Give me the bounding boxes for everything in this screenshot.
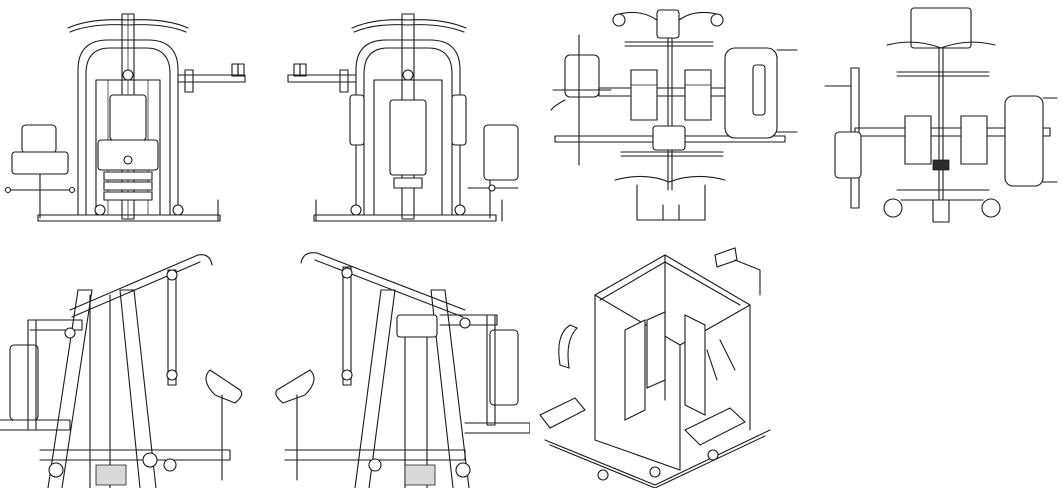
handle [206,370,242,403]
pulley [124,156,132,164]
weight-stack [625,320,645,420]
weight-stack [685,70,711,120]
pulley-column [343,267,351,385]
preacher-pad [484,125,518,180]
base-rail [38,215,220,221]
top-arm [70,255,198,310]
weight-stack [905,116,931,164]
preacher-pad [22,125,56,153]
top-pad [911,8,971,48]
pulley-column [168,270,176,385]
side-view-left-drawing [0,245,260,488]
seat-pad [565,55,599,97]
top-pad [657,10,679,38]
pulley [164,459,176,471]
upright [431,290,469,488]
base-frame [545,430,770,485]
pulley [351,205,361,215]
top-arm [317,253,465,310]
pulley [455,205,465,215]
weight-stack [631,70,657,120]
weight-plate [104,192,152,200]
weight-plate [394,178,422,188]
pulley [95,205,105,215]
arm-pad [559,325,577,368]
weight-plate [104,182,152,190]
pulley [460,318,470,328]
foot-plate [637,185,705,220]
front-view [0,0,260,235]
weight-plate [104,172,152,180]
top-view-drawing [545,0,805,235]
isometric-view [535,240,775,488]
base-rail [314,215,496,221]
handle [276,370,314,403]
top-view [545,0,805,235]
front-view-drawing [0,0,260,235]
rear-view [270,0,530,235]
weight-plates [405,465,435,485]
weight-stack [685,315,705,415]
weight-plates [96,465,126,485]
pulley [369,459,381,471]
upright [120,290,156,488]
upright [355,290,395,488]
rear-view-drawing [270,0,530,235]
main-frame [356,40,460,215]
pulley [708,450,718,460]
top-view-rotated [815,0,1063,235]
lat-bar [352,20,466,28]
stack-top [933,160,949,170]
preacher-pad [540,398,585,428]
preacher-seat [12,152,68,174]
top-frame [595,255,750,345]
weight-stack [961,116,987,164]
side-view-right [265,245,530,488]
pulley [143,453,157,467]
press-arm [178,75,245,82]
pulley [49,463,63,477]
isometric-view-drawing [535,240,775,488]
arm-pad [350,95,364,145]
top-pad [397,315,437,337]
leg-pad [725,48,777,138]
press-arm [288,75,356,82]
main-frame [78,40,178,215]
back-pad [647,312,665,388]
cross-beam [599,88,734,96]
pulley [65,328,75,338]
leg-pad [1005,96,1043,186]
wheel [982,199,1000,217]
top-pad [715,248,737,267]
pulley [456,463,470,477]
side-view-right-drawing [265,245,530,488]
seat-pad [835,132,861,178]
top-view-rotated-drawing [815,0,1063,235]
pulley [650,467,660,477]
seat-pad [98,140,158,170]
bottom-seat [653,126,685,150]
back-pad [390,100,426,175]
side-view-left [0,245,260,488]
pulley [403,70,413,80]
pulley [123,70,133,80]
arm-pad [452,95,466,145]
pulley [598,470,608,480]
upright [48,290,92,488]
leg-pad [685,408,745,445]
pulley [173,205,183,215]
arm-pad [490,330,518,405]
wheel [884,199,902,217]
arm-pad [10,345,38,420]
back-pad [110,95,146,140]
